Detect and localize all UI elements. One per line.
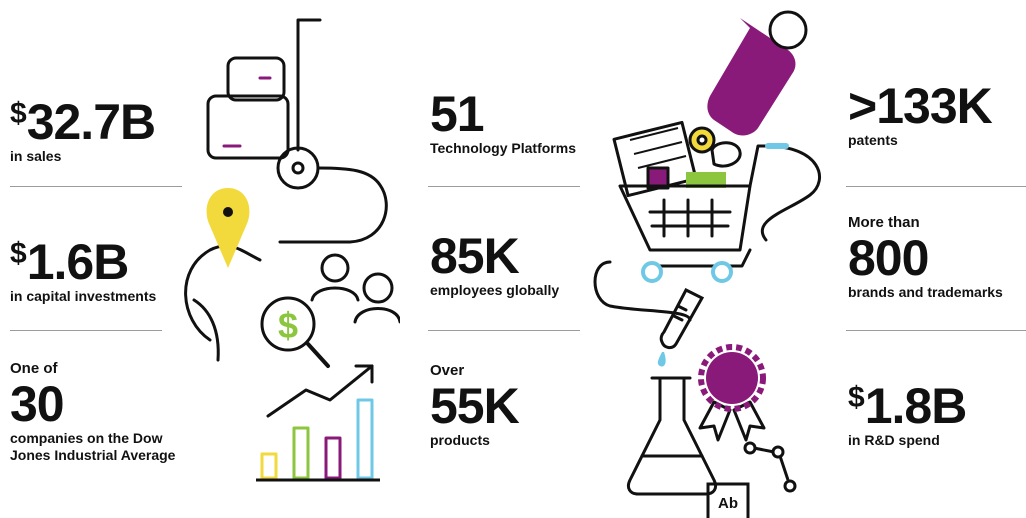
stat-sales-label: in sales: [10, 148, 62, 164]
stat-patents-label: patents: [848, 132, 898, 148]
right-illustration: Ab: [593, 10, 821, 518]
map-pin-icon: [206, 188, 250, 268]
growth-arrow-icon: [266, 364, 374, 418]
stat-rnd: $1.8B in R&D spend: [848, 372, 967, 449]
label-box-text: Ab: [718, 495, 738, 512]
stat-brands-label: brands and trademarks: [848, 284, 1003, 300]
stat-capital-value: $1.6B: [10, 234, 129, 290]
divider: [428, 186, 580, 187]
stat-brands-value: 800: [848, 230, 929, 286]
stat-dow-value: 30: [10, 376, 65, 432]
dollar-magnifier-icon: [260, 296, 330, 368]
divider: [10, 186, 182, 187]
stat-platforms: 51 Technology Platforms: [430, 88, 576, 157]
stat-sales: $32.7B in sales: [10, 88, 156, 165]
divider: [428, 330, 580, 331]
stat-products: Over 55K products: [430, 362, 520, 449]
stat-employees-value: 85K: [430, 228, 520, 284]
cart-goods: [612, 120, 742, 198]
stat-sales-value: $32.7B: [10, 94, 156, 150]
stat-brands-prefix: More than: [848, 214, 920, 231]
flask-icon: [626, 376, 718, 496]
stat-patents-value: >133K: [848, 78, 993, 134]
price-tag-icon: [707, 10, 808, 136]
stat-brands: More than 800 brands and trademarks: [848, 214, 1003, 301]
bar-chart-icon: [256, 398, 380, 482]
stat-capital: $1.6B in capital investments: [10, 228, 156, 305]
stat-platforms-value: 51: [430, 86, 485, 142]
people-icon: [310, 253, 400, 324]
stat-capital-label: in capital investments: [10, 288, 157, 304]
stat-products-prefix: Over: [430, 362, 465, 379]
stat-patents: >133K patents: [848, 78, 993, 149]
stat-dow-prefix: One of: [10, 360, 58, 377]
globe-icon: [184, 244, 262, 362]
stat-rnd-value: $1.8B: [848, 378, 967, 434]
award-ribbon-icon: [698, 344, 766, 442]
stat-dow-label: companies on the Dow Jones Industrial Av…: [10, 430, 176, 463]
stat-platforms-label: Technology Platforms: [430, 140, 576, 156]
divider: [846, 330, 1026, 331]
stat-products-value: 55K: [430, 378, 520, 434]
label-box-icon: [706, 482, 750, 518]
test-tube-icon: [659, 288, 705, 350]
left-illustration: $: [184, 18, 400, 482]
boxes-icon: [206, 56, 290, 160]
divider: [846, 186, 1026, 187]
molecule-icon: [743, 441, 797, 493]
dollar-sign: $: [278, 305, 298, 346]
stat-employees-label: employees globally: [430, 282, 560, 298]
stat-products-label: products: [430, 432, 490, 448]
stat-dow: One of 30 companies on the Dow Jones Ind…: [10, 360, 200, 464]
hand-truck-icon: [276, 18, 388, 244]
stat-employees: 85K employees globally: [430, 230, 559, 299]
shopping-cart-icon: [593, 144, 821, 322]
divider: [10, 330, 162, 331]
stat-rnd-label: in R&D spend: [848, 432, 940, 448]
